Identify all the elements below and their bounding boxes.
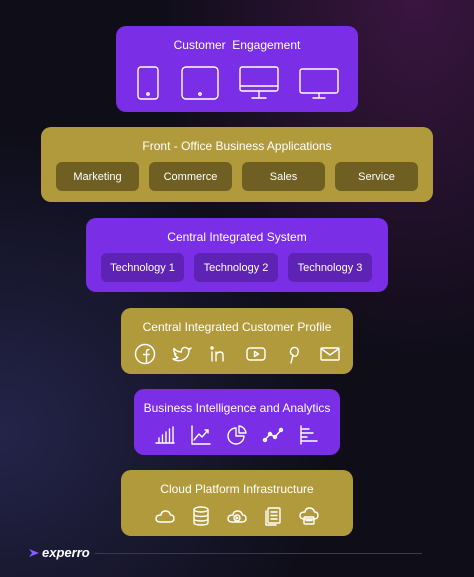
customer-engagement-title: Customer Engagement: [173, 38, 301, 52]
cloud-platform-box: Cloud Platform Infrastructure: [121, 470, 353, 536]
linkedin-icon: [208, 343, 230, 365]
monitor-icon: [299, 66, 339, 100]
mail-icon: [319, 343, 341, 365]
youtube-icon: [245, 343, 267, 365]
facebook-icon: [134, 343, 156, 365]
footer-divider: [95, 553, 422, 554]
customer-profile-box: Central Integrated Customer Profile: [121, 308, 353, 374]
front-office-box: Front - Office Business Applications Mar…: [41, 127, 433, 202]
line-chart-icon: [190, 424, 212, 446]
integrated-system-title: Central Integrated System: [167, 230, 307, 244]
pinterest-icon: [282, 343, 304, 365]
chip-sales: Sales: [242, 162, 325, 191]
smartphone-icon: [135, 66, 161, 100]
integrated-system-box: Central Integrated System Technology 1 T…: [86, 218, 388, 292]
cloud-storage-icon: [298, 505, 320, 527]
experro-logo-text: experro: [42, 545, 90, 560]
front-office-title: Front - Office Business Applications: [142, 139, 332, 153]
chip-technology-3: Technology 3: [288, 253, 372, 282]
horizontal-bar-icon: [298, 424, 320, 446]
database-icon: [190, 505, 212, 527]
cloud-platform-title: Cloud Platform Infrastructure: [160, 482, 314, 496]
business-intelligence-title: Business Intelligence and Analytics: [143, 401, 331, 415]
chip-technology-2: Technology 2: [194, 253, 278, 282]
bar-chart-icon: [154, 424, 176, 446]
customer-engagement-box: Customer Engagement: [116, 26, 358, 112]
desktop-monitor-icon: [239, 66, 279, 100]
cloud-icon: [154, 505, 176, 527]
experro-logo: experro: [28, 545, 90, 560]
chip-technology-1: Technology 1: [101, 253, 184, 282]
chip-marketing: Marketing: [56, 162, 139, 191]
cloud-sync-icon: [226, 505, 248, 527]
chip-commerce: Commerce: [149, 162, 232, 191]
server-copy-icon: [262, 505, 284, 527]
tablet-icon: [181, 66, 219, 100]
business-intelligence-box: Business Intelligence and Analytics: [134, 389, 340, 455]
twitter-icon: [171, 343, 193, 365]
chip-service: Service: [335, 162, 418, 191]
experro-logo-mark-icon: [28, 547, 40, 559]
customer-profile-title: Central Integrated Customer Profile: [142, 320, 332, 334]
pie-chart-icon: [226, 424, 248, 446]
scatter-chart-icon: [262, 424, 284, 446]
